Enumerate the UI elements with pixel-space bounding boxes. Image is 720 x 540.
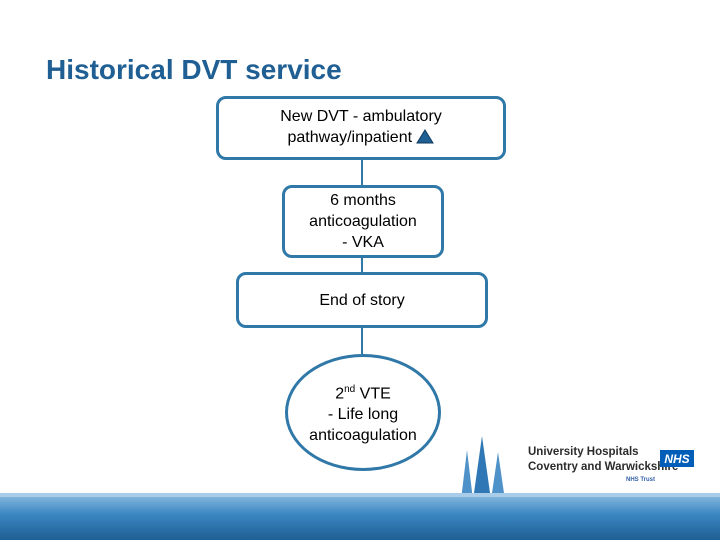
second-vte-sup: nd	[344, 383, 356, 395]
footer-stripe	[0, 493, 720, 499]
anticoag-line1: 6 months	[330, 192, 396, 209]
logo-line2: Coventry and Warwickshire	[528, 461, 679, 473]
new-dvt-line2: pathway/inpatient	[287, 129, 413, 146]
logo-line1: University Hospitals	[528, 446, 639, 458]
second-vte-after: VTE	[355, 385, 391, 403]
flow-ellipse-second-vte: 2nd VTE - Life long anticoagulation	[285, 354, 441, 471]
cathedral-spires-icon	[461, 436, 505, 500]
anticoag-line2: anticoagulation	[309, 213, 417, 230]
new-dvt-line1: New DVT - ambulatory	[280, 108, 442, 125]
second-vte-ordinal: 2	[335, 385, 345, 403]
second-vte-line3: anticoagulation	[309, 427, 417, 445]
flow-box-end-of-story: End of story	[236, 272, 488, 328]
second-vte-line2: - Life long	[327, 406, 399, 424]
anticoag-line3: - VKA	[342, 234, 384, 251]
flow-box-anticoagulation: 6 months anticoagulation - VKA	[282, 185, 444, 258]
flow-box-new-dvt: New DVT - ambulatory pathway/inpatient	[216, 96, 506, 160]
second-vte-line1: 2nd VTE	[309, 379, 417, 404]
end-of-story-text: End of story	[319, 291, 405, 309]
footer-bar	[0, 497, 720, 540]
warning-triangle-icon	[416, 129, 435, 144]
page-title: Historical DVT service	[46, 54, 342, 85]
logo-line3: NHS Trust	[626, 477, 656, 483]
nhs-badge: NHS	[660, 450, 694, 467]
